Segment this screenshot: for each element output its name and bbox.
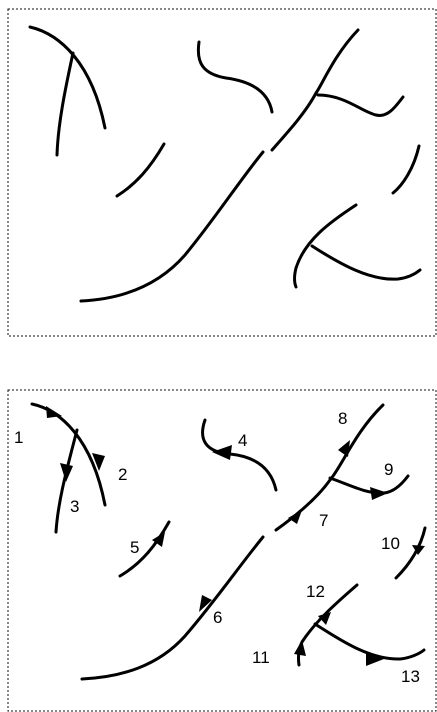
top-curve-2 (55, 51, 75, 157)
top-curve-5 (270, 28, 360, 152)
stroke-13-curve (313, 622, 426, 661)
label-6: 6 (213, 608, 222, 627)
stroke-13-arrow (366, 652, 384, 666)
top-panel-frame (7, 8, 437, 337)
label-10: 10 (381, 534, 400, 553)
stroke-9-arrow (370, 487, 388, 500)
stroke-9-curve (328, 474, 410, 495)
top-panel (7, 8, 437, 337)
stroke-6-arrow (199, 595, 212, 612)
stroke-10-curve (394, 526, 427, 580)
stroke-11-arrow (294, 640, 306, 656)
stroke-6-curve (80, 535, 265, 681)
stroke-5-arrow (152, 532, 165, 547)
label-2: 2 (118, 465, 127, 484)
stroke-3-arrow (60, 463, 73, 482)
stroke-4-arrow (212, 445, 232, 460)
top-curve-7 (79, 150, 265, 303)
label-11: 11 (252, 648, 270, 667)
bottom-panel: 1 2 3 4 5 6 7 8 9 10 11 12 13 (7, 389, 437, 712)
stroke-1-arrow (46, 406, 62, 418)
stroke-3-curve (54, 428, 79, 534)
top-curve-4 (196, 40, 274, 114)
top-curve-6 (316, 93, 405, 117)
label-9: 9 (384, 460, 393, 479)
label-12: 12 (306, 582, 325, 601)
stroke-7-arrow (288, 510, 302, 524)
label-8: 8 (338, 409, 347, 428)
stroke-12-arrow (318, 612, 331, 625)
stroke-7-8-curve (274, 403, 385, 532)
bottom-panel-frame (7, 389, 437, 712)
stroke-1-2-curve (30, 402, 107, 507)
stroke-8-arrow (338, 440, 350, 457)
label-4: 4 (238, 431, 247, 450)
label-7: 7 (319, 511, 328, 530)
label-1: 1 (14, 428, 23, 447)
stroke-10-arrow (412, 545, 425, 555)
label-3: 3 (70, 497, 79, 516)
label-5: 5 (130, 538, 139, 557)
top-curve-10 (310, 244, 422, 281)
label-13: 13 (401, 667, 420, 686)
top-curve-9 (293, 203, 358, 289)
stroke-2-arrow (92, 453, 105, 471)
top-curve-3 (115, 142, 166, 198)
stroke-5-curve (118, 520, 171, 578)
top-curve-8 (391, 144, 421, 195)
